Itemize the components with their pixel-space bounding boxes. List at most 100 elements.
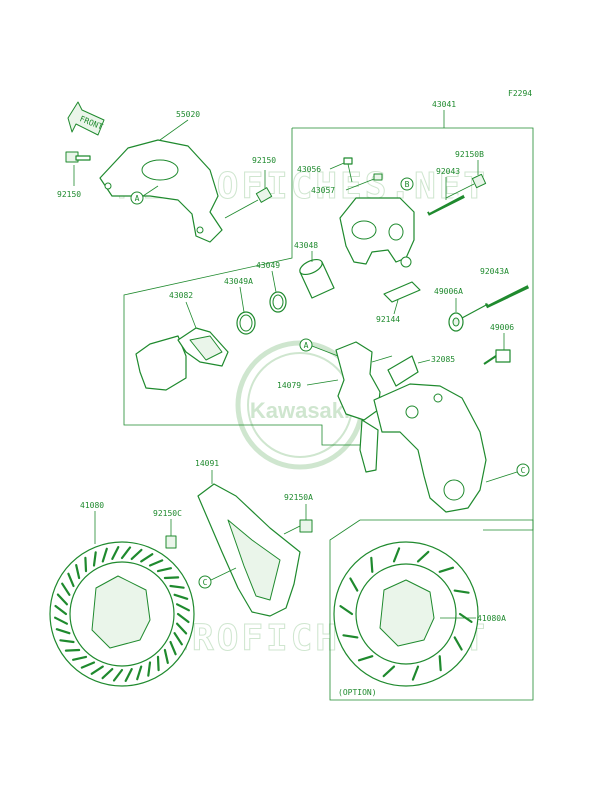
label-41080a: 41080A bbox=[477, 614, 506, 623]
disc-vent bbox=[130, 548, 143, 561]
label-14091: 14091 bbox=[195, 459, 219, 468]
disc-vent bbox=[176, 603, 190, 612]
disc-vent bbox=[92, 551, 97, 567]
logo-text: Kawasaki bbox=[250, 398, 350, 423]
disc-vent bbox=[411, 665, 420, 681]
disc-vent bbox=[453, 636, 463, 651]
label-43057: 43057 bbox=[311, 186, 335, 195]
disc-vent bbox=[136, 665, 143, 681]
disc-vent bbox=[453, 589, 470, 594]
caliper-bracket-14079 bbox=[335, 341, 487, 513]
disc-vent bbox=[169, 640, 177, 656]
disc-vent bbox=[111, 545, 120, 561]
disc-vent bbox=[71, 655, 88, 661]
disc-vent bbox=[124, 667, 133, 683]
disc-vent bbox=[173, 593, 189, 600]
svg-text:A: A bbox=[304, 341, 309, 350]
boot-49006 bbox=[483, 349, 511, 365]
disc-vent bbox=[112, 668, 124, 682]
disc-vent bbox=[156, 567, 172, 573]
pin-92043 bbox=[427, 193, 465, 216]
svg-text:C: C bbox=[521, 466, 526, 475]
disc-vent bbox=[84, 556, 88, 573]
bolt-92150-left bbox=[65, 151, 91, 163]
boot-49006a bbox=[448, 312, 464, 332]
label-92043: 92043 bbox=[436, 167, 460, 176]
disc-vent bbox=[438, 566, 455, 573]
disc-vent bbox=[148, 559, 164, 567]
option-label: (OPTION) bbox=[338, 688, 377, 697]
label-43056: 43056 bbox=[297, 165, 321, 174]
disc-vent bbox=[53, 616, 69, 625]
assembly-box bbox=[292, 127, 534, 531]
disc-vent bbox=[101, 667, 114, 680]
disc-vent bbox=[169, 584, 185, 589]
disc-vent bbox=[342, 634, 359, 639]
disc-vent bbox=[339, 604, 354, 616]
disc-vent bbox=[101, 547, 108, 563]
bolt-92150c bbox=[165, 535, 177, 549]
label-92150-mid: 92150 bbox=[252, 156, 276, 165]
caliper-body bbox=[339, 197, 415, 268]
brake-disc-41080 bbox=[49, 541, 195, 687]
cap-43057 bbox=[373, 173, 383, 181]
label-41080: 41080 bbox=[80, 501, 104, 510]
disc-vent bbox=[173, 632, 183, 646]
disc-guard-14091 bbox=[197, 483, 301, 617]
disc-vent bbox=[156, 655, 160, 672]
svg-text:A: A bbox=[135, 194, 140, 203]
label-43041: 43041 bbox=[432, 100, 456, 109]
disc-vent bbox=[90, 665, 104, 675]
bolt-92150b bbox=[445, 173, 487, 199]
label-92150a: 92150A bbox=[284, 493, 313, 502]
label-55020: 55020 bbox=[176, 110, 200, 119]
disc-vent bbox=[163, 648, 169, 665]
disc-vent bbox=[438, 655, 442, 672]
figure-code: F2294 bbox=[508, 89, 532, 98]
disc-vent bbox=[56, 593, 69, 606]
label-92043a: 92043A bbox=[480, 267, 509, 276]
disc-vent bbox=[349, 577, 359, 592]
disc-vent bbox=[120, 546, 132, 560]
disc-vent bbox=[392, 547, 401, 563]
piston-43048 bbox=[299, 258, 335, 299]
callout-c-lower bbox=[198, 575, 212, 589]
disc-vent bbox=[61, 582, 71, 596]
clip-32085 bbox=[387, 355, 419, 387]
disc-vent bbox=[176, 612, 190, 624]
label-92150c: 92150C bbox=[153, 509, 182, 518]
option-box bbox=[329, 519, 534, 701]
disc-vent bbox=[59, 639, 75, 644]
disc-vent bbox=[140, 553, 154, 563]
disc-vent bbox=[176, 622, 188, 635]
label-49006a: 49006A bbox=[434, 287, 463, 296]
disc-vent bbox=[357, 655, 374, 662]
disc-vent bbox=[55, 628, 71, 635]
label-43049: 43049 bbox=[256, 261, 280, 270]
brake-disc-41080a bbox=[333, 541, 479, 687]
label-49006: 49006 bbox=[490, 323, 514, 332]
callout-b-top bbox=[400, 177, 414, 191]
disc-vent bbox=[67, 572, 75, 588]
disc-vent bbox=[382, 665, 396, 678]
bleed-valve-43056 bbox=[343, 157, 353, 183]
disc-vent bbox=[163, 576, 180, 580]
pin-92043a bbox=[484, 282, 530, 309]
label-92144: 92144 bbox=[376, 315, 400, 324]
brake-pads-43082 bbox=[135, 327, 229, 391]
disc-vent bbox=[147, 661, 152, 677]
disc-vent bbox=[64, 648, 81, 652]
label-43048: 43048 bbox=[294, 241, 318, 250]
disc-vent bbox=[75, 563, 81, 580]
spring-92144 bbox=[383, 281, 421, 303]
label-92150-left: 92150 bbox=[57, 190, 81, 199]
label-43049a: 43049A bbox=[224, 277, 253, 286]
disc-vent bbox=[370, 556, 374, 573]
caliper-guard-55020 bbox=[99, 139, 223, 243]
callout-a-mid bbox=[299, 338, 313, 352]
front-arrow-icon: FRONT bbox=[67, 101, 105, 136]
disc-vent bbox=[54, 604, 68, 616]
svg-text:B: B bbox=[405, 180, 410, 189]
svg-text:C: C bbox=[203, 578, 208, 587]
